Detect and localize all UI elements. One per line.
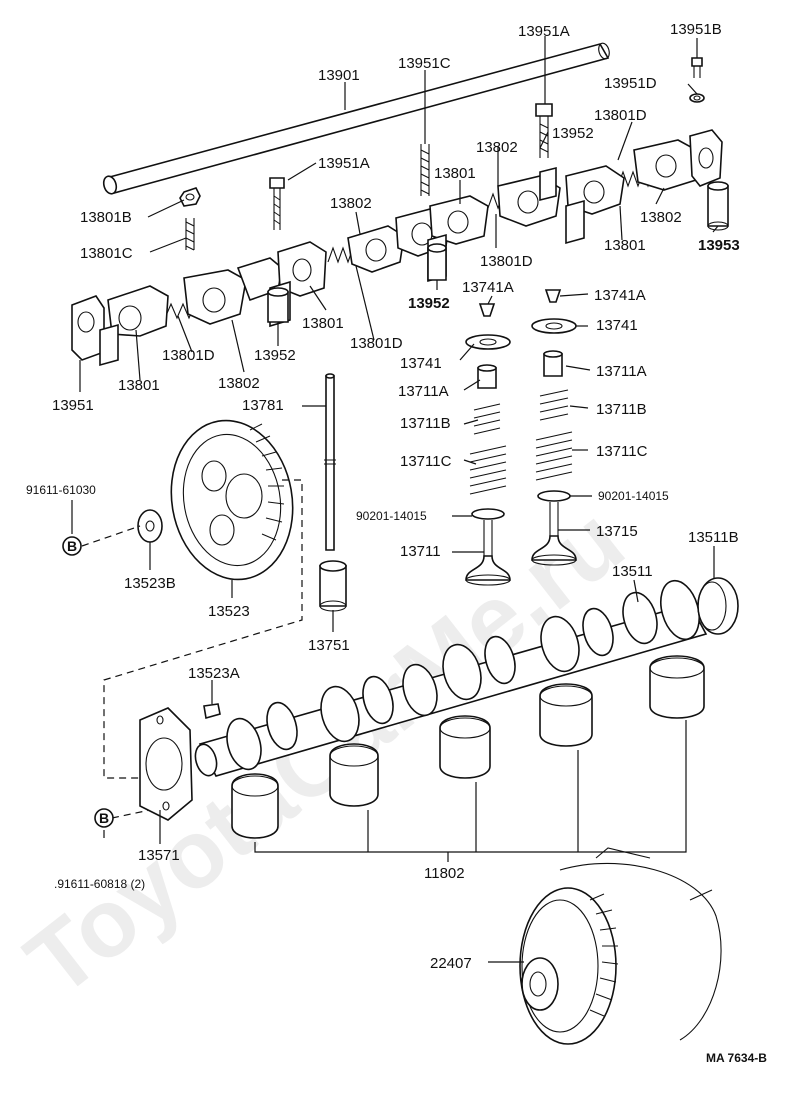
label-13952-mid: 13952 <box>408 295 450 312</box>
label-13523: 13523 <box>208 603 250 620</box>
label-13715: 13715 <box>596 523 638 540</box>
callout-b-lower: B <box>94 808 114 828</box>
washer-13523B <box>137 509 163 543</box>
rocker-arm-4 <box>347 225 405 273</box>
screw-13801C <box>185 218 195 251</box>
rocker-arm-1 <box>99 285 169 367</box>
label-13801-right: 13801 <box>604 237 646 254</box>
dashed-link-plate-bolt <box>111 809 151 819</box>
label-90201-14015-left: 90201-14015 <box>356 509 427 523</box>
label-13751: 13751 <box>308 637 350 654</box>
shaft-support-right <box>689 129 723 187</box>
valve-column-right <box>531 289 577 566</box>
label-13711A-left: 13711A <box>398 383 449 400</box>
label-13951A-top: 13951A <box>518 23 570 40</box>
sleeve-13952-mid <box>427 243 447 281</box>
label-13951D: 13951D <box>604 75 657 92</box>
nut-13801B <box>179 187 201 207</box>
lifter-13751 <box>319 560 347 612</box>
dashed-link-gear-to-plate <box>103 479 303 779</box>
svg-text:B: B <box>67 538 77 554</box>
label-13571: 13571 <box>138 847 180 864</box>
label-13802-right: 13802 <box>640 209 682 226</box>
bearing-3 <box>439 715 491 779</box>
label-13711: 13711 <box>400 543 441 560</box>
label-13953: 13953 <box>698 237 740 254</box>
rocker-shaft <box>102 42 610 195</box>
label-13741-right: 13741 <box>596 317 638 334</box>
label-13802-top: 13802 <box>476 139 518 156</box>
rocker-arm-8 <box>565 165 625 245</box>
label-13951: 13951 <box>52 397 94 414</box>
part-labels: 13951B 13951A 13951C 13901 13951D 13801D… <box>26 21 767 1065</box>
label-13951B: 13951B <box>670 21 722 38</box>
label-13511: 13511 <box>612 563 653 580</box>
label-13711B-left: 13711B <box>400 415 451 432</box>
label-13711B-right: 13711B <box>596 401 647 418</box>
bushing-13953 <box>707 181 729 231</box>
label-13711C-left: 13711C <box>400 453 452 470</box>
label-13801D-mid: 13801D <box>480 253 533 270</box>
label-13523A: 13523A <box>188 665 240 682</box>
label-13802-mid: 13802 <box>330 195 372 212</box>
callout-b-upper: B <box>62 536 82 556</box>
label-13801-top: 13801 <box>434 165 476 182</box>
rocker-arm-assembly <box>71 57 729 367</box>
label-13952-top: 13952 <box>552 125 594 142</box>
label-91611-60818: .91611-60818 (2) <box>54 877 145 891</box>
leader-lines <box>71 36 719 963</box>
bolt-13951A-mid <box>269 177 285 230</box>
label-13711C-right: 13711C <box>596 443 648 460</box>
label-13801-mid: 13801 <box>302 315 344 332</box>
push-rod-13781 <box>324 373 336 551</box>
label-13801-left: 13801 <box>118 377 160 394</box>
label-13523B: 13523B <box>124 575 176 592</box>
label-13741A-left: 13741A <box>462 279 514 296</box>
label-91611-61030: 91611-61030 <box>26 483 96 497</box>
label-13802-low: 13802 <box>218 375 260 392</box>
label-13952-low: 13952 <box>254 347 296 364</box>
drawing-code: MA 7634-B <box>706 1051 767 1065</box>
label-13801D-top: 13801D <box>594 107 647 124</box>
label-11802: 11802 <box>424 865 465 882</box>
label-13951A-mid: 13951A <box>318 155 370 172</box>
cam-gear-13523 <box>170 419 294 581</box>
timing-gear-22407 <box>519 847 722 1045</box>
svg-text:B: B <box>99 810 109 826</box>
label-13901: 13901 <box>318 67 360 84</box>
bearing-4 <box>539 683 593 747</box>
label-13801B: 13801B <box>80 209 132 226</box>
bearing-5 <box>649 655 705 719</box>
bolt-13951A-top <box>535 103 553 158</box>
bearing-1 <box>231 773 279 839</box>
rocker-arm-7 <box>497 166 561 227</box>
label-13801D-left: 13801D <box>162 347 215 364</box>
washer-13951D <box>689 93 705 103</box>
thrust-plate-13571 <box>139 707 193 821</box>
label-90201-14015-right: 90201-14015 <box>598 489 669 503</box>
stud-13951C <box>420 144 430 196</box>
rocker-arm-2 <box>183 269 247 325</box>
valve-column-left <box>465 303 511 586</box>
label-13741-left: 13741 <box>400 355 442 372</box>
bearing-2 <box>329 743 379 807</box>
camshaft-13511 <box>194 579 708 777</box>
key-13523A <box>203 703 221 720</box>
label-13511B: 13511B <box>688 529 739 546</box>
label-22407: 22407 <box>430 955 472 972</box>
label-13801D-low: 13801D <box>350 335 403 352</box>
label-13781: 13781 <box>242 397 284 414</box>
label-13711A-right: 13711A <box>596 363 647 380</box>
plug-13511B <box>697 577 739 635</box>
bolt-13951B <box>691 57 703 78</box>
label-13951C: 13951C <box>398 55 451 72</box>
label-13801C: 13801C <box>80 245 133 262</box>
dashed-link-washer <box>81 525 141 547</box>
sleeve-13952-low <box>267 287 289 323</box>
label-13741A-right: 13741A <box>594 287 646 304</box>
